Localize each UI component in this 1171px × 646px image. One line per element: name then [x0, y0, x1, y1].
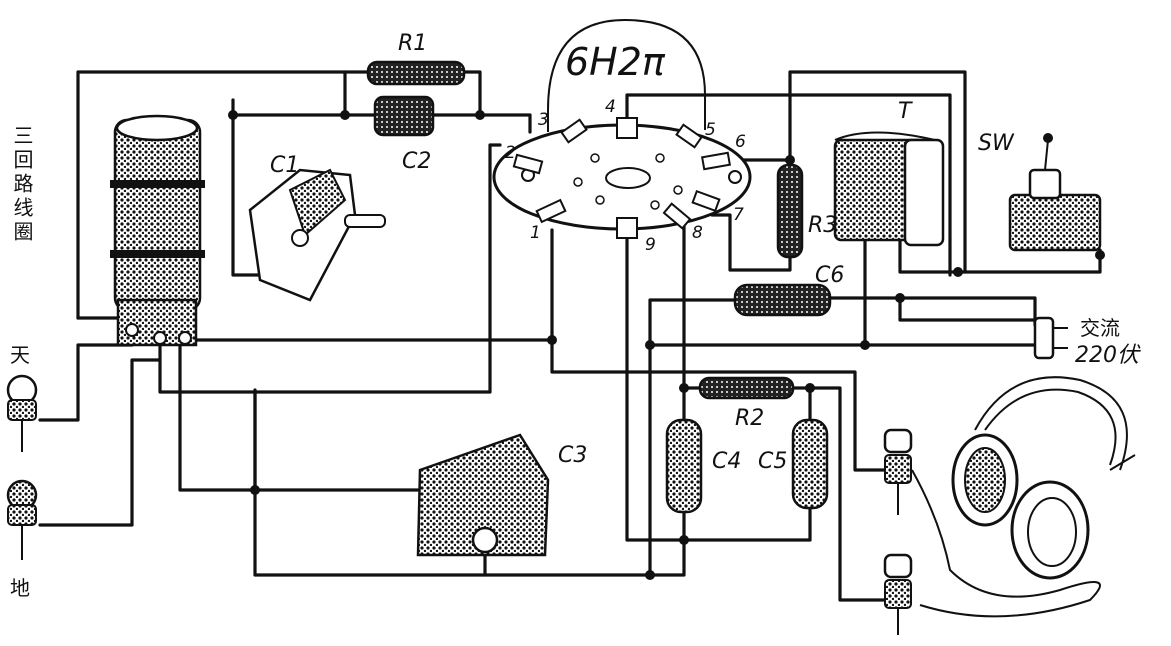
c5-capacitor — [791, 418, 829, 510]
r3-label: R3 — [808, 213, 837, 238]
headphone-jack-lower — [883, 553, 913, 635]
transformer — [833, 131, 945, 247]
ground-terminal — [6, 479, 38, 560]
switch-label: SW — [978, 131, 1015, 156]
power-switch — [1008, 133, 1102, 252]
antenna-terminal — [6, 374, 38, 452]
c2-capacitor — [373, 95, 435, 137]
c6-label: C6 — [815, 263, 844, 288]
junction-dots — [228, 110, 1105, 580]
headphone-jack-upper — [883, 428, 913, 515]
pin-7-label: 7 — [733, 205, 744, 225]
c3-variable-capacitor — [416, 433, 550, 557]
c3-label: C3 — [558, 443, 587, 468]
pin-5-label: 5 — [705, 120, 716, 140]
r3-resistor — [776, 163, 804, 259]
mains-label: 交流 — [1080, 316, 1120, 340]
tube-label: 6H2π — [565, 40, 666, 84]
headphones-icon — [911, 376, 1136, 618]
r2-resistor — [698, 376, 795, 400]
r2-label: R2 — [735, 406, 764, 431]
antenna-label: 天 — [10, 343, 30, 367]
pin-9-label: 9 — [645, 235, 656, 255]
pin-2-label: 2 — [505, 143, 516, 163]
c4-capacitor — [665, 418, 703, 514]
mains-plug — [1033, 316, 1068, 360]
r1-resistor — [366, 60, 466, 86]
c1-label: C1 — [270, 153, 299, 178]
c2-label: C2 — [402, 149, 431, 174]
c1-variable-capacitor — [248, 168, 386, 302]
pin-6-label: 6 — [735, 132, 746, 152]
c6-capacitor — [733, 283, 832, 317]
transformer-label: T — [898, 99, 913, 124]
c4-label: C4 — [712, 449, 741, 474]
coil-component — [110, 114, 205, 347]
r1-label: R1 — [398, 31, 427, 56]
pin-8-label: 8 — [692, 223, 703, 243]
c5-label: C5 — [758, 449, 787, 474]
pin-3-label: 3 — [538, 110, 549, 130]
wiring — [38, 70, 1102, 602]
mains-voltage-label: 220伏 — [1075, 343, 1141, 368]
pin-4-label: 4 — [605, 97, 616, 117]
ground-label: 地 — [10, 576, 30, 600]
pin-1-label: 1 — [530, 223, 541, 243]
coil-label: 三回路线圈 — [10, 125, 34, 245]
tube-socket — [492, 18, 752, 239]
